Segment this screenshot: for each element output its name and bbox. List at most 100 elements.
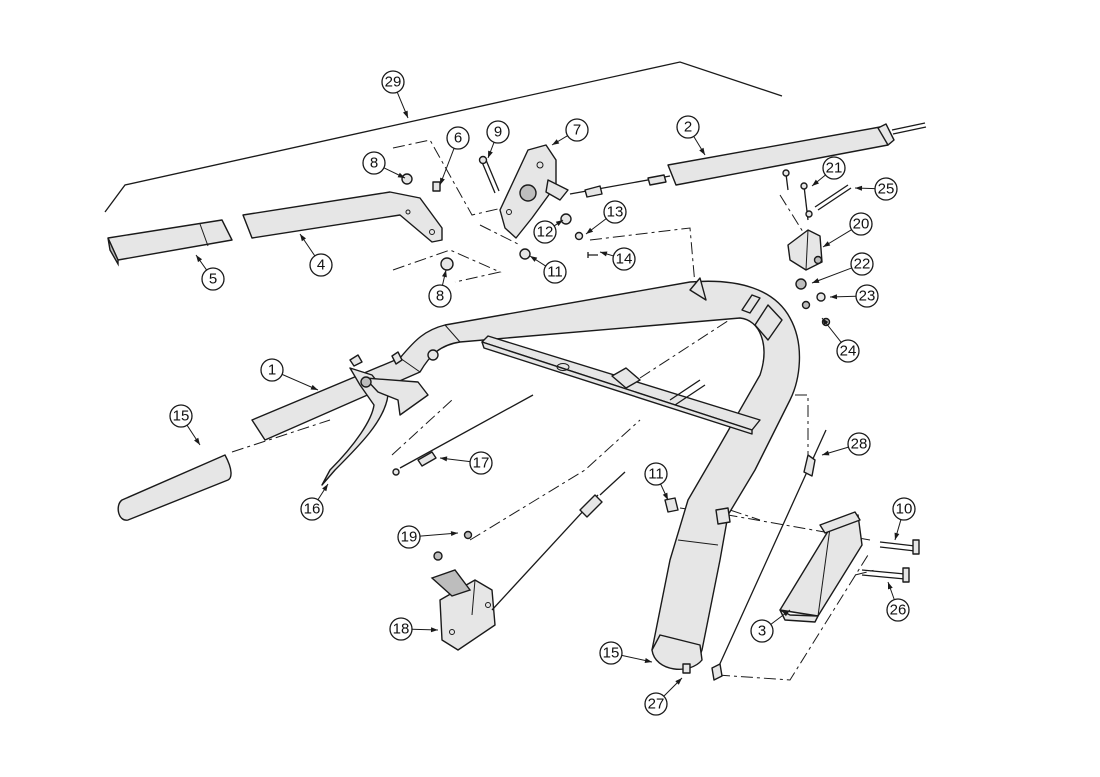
callout-number: 11: [547, 264, 563, 281]
callout-number: 10: [896, 501, 913, 518]
callout-17: 17: [439, 451, 493, 475]
grip-part-15-upper: [117, 454, 232, 521]
callout-7: 7: [551, 118, 589, 146]
callout-arrowhead: [530, 256, 538, 262]
bolt-part-10: [879, 539, 920, 555]
callout-number: 8: [370, 155, 378, 172]
bracket-part-7: [499, 144, 569, 239]
callout-19: 19: [397, 525, 459, 549]
callout-number: 15: [173, 408, 190, 425]
callout-arrowhead: [830, 294, 838, 300]
callout-number: 25: [878, 181, 895, 198]
callout-circle: [201, 267, 225, 291]
callout-number: 15: [603, 645, 620, 662]
callout-number: 8: [436, 288, 444, 305]
callout-circle: [300, 497, 324, 521]
callout-4: 4: [299, 233, 333, 277]
callout-circle: [855, 284, 879, 308]
callout-arrowhead: [430, 627, 438, 633]
callout-arrowhead: [822, 318, 829, 326]
callout-circle: [886, 598, 910, 622]
callout-number: 23: [859, 288, 876, 305]
callout-number: 12: [537, 224, 554, 241]
callout-25: 25: [854, 177, 898, 201]
callout-number: 6: [454, 130, 462, 147]
nut-part-11-lower: [664, 497, 679, 513]
callout-leader-line: [811, 267, 852, 284]
cross-plate: [481, 277, 783, 435]
callout-circle: [892, 497, 916, 521]
callout-arrowhead: [699, 147, 705, 155]
callout-number: 11: [648, 466, 664, 483]
callout-11: 11: [529, 255, 567, 284]
callout-arrowhead: [397, 172, 405, 178]
callout-arrowhead: [855, 185, 863, 191]
callout-number: 19: [401, 529, 418, 546]
bolt-part-9: [478, 155, 500, 194]
callout-29: 29: [381, 70, 409, 119]
callout-27: 27: [644, 677, 683, 716]
callout-arrowhead: [300, 234, 306, 242]
callout-number: 26: [890, 602, 907, 619]
nut-part-27: [682, 663, 691, 674]
callout-circle: [469, 451, 493, 475]
bracket-part-3: [779, 511, 863, 623]
nut-part-22: [795, 278, 807, 290]
frame-part-1: [251, 280, 801, 668]
callout-arrowhead: [812, 179, 820, 186]
nut-part-24-a: [801, 300, 811, 310]
callout-circle: [847, 432, 871, 456]
callout-circle: [822, 156, 846, 180]
washer-part-8-upper: [401, 173, 413, 185]
callout-arrowhead: [310, 384, 318, 390]
callout-arrowhead: [450, 531, 458, 537]
callout-arrowhead: [662, 492, 668, 500]
washer-part-12: [560, 213, 572, 225]
callout-circle: [260, 358, 284, 382]
washer-part-23: [816, 292, 826, 302]
callout-13: 13: [585, 200, 627, 235]
callout-20: 20: [822, 212, 873, 248]
callout-circle: [397, 525, 421, 549]
callout-number: 21: [826, 160, 843, 177]
callout-circle: [381, 70, 405, 94]
screw-part-19-b: [463, 530, 473, 540]
washer-part-8-lower: [440, 257, 454, 271]
callout-arrowhead: [675, 678, 682, 685]
callout-number: 2: [684, 119, 692, 136]
callout-number: 29: [385, 74, 402, 91]
callout-arrowhead: [823, 241, 831, 247]
callout-arrowhead: [440, 456, 448, 462]
callout-circle: [565, 118, 589, 142]
callout-14: 14: [599, 247, 636, 271]
callout-15: 15: [169, 404, 201, 446]
pin-part-14: [587, 252, 598, 258]
clip-part-13: [574, 231, 584, 241]
callout-number: 1: [268, 362, 276, 379]
callout-circle: [309, 253, 333, 277]
nut-part-11-upper: [519, 248, 531, 260]
callout-circle: [850, 252, 874, 276]
bracket-part-18: [430, 569, 496, 651]
callout-arrowhead: [441, 270, 447, 278]
callout-number: 5: [209, 271, 217, 288]
grip-part-5: [107, 219, 233, 267]
callout-circle: [644, 462, 668, 486]
callout-number: 7: [573, 122, 581, 139]
callout-circle: [874, 177, 898, 201]
callout-circle: [612, 247, 636, 271]
callout-number: 18: [393, 621, 410, 638]
callout-12: 12: [533, 219, 564, 244]
callout-circle: [676, 115, 700, 139]
callout-circle: [389, 617, 413, 641]
callout-arrowhead: [488, 150, 493, 158]
callout-10: 10: [892, 497, 916, 541]
callout-circle: [543, 260, 567, 284]
link-part-25: [814, 184, 852, 211]
callout-24: 24: [821, 317, 860, 363]
callout-circle: [750, 619, 774, 643]
callout-circle: [533, 220, 557, 244]
callout-9: 9: [486, 120, 510, 159]
